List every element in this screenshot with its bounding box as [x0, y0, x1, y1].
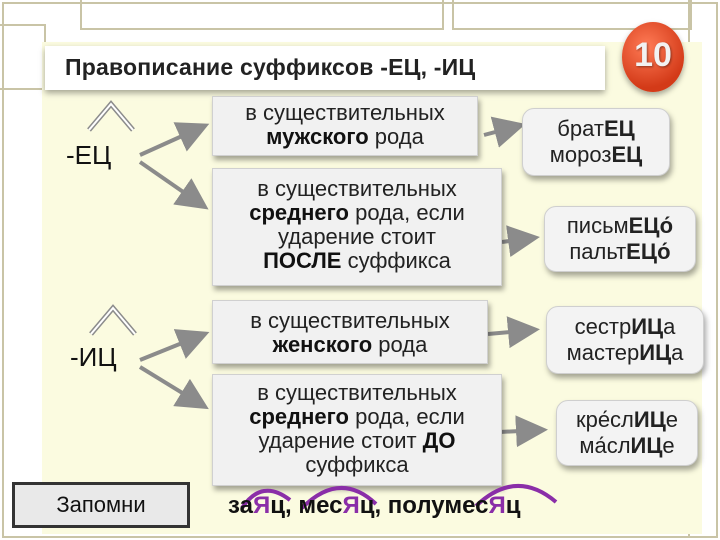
arrow-ets-neut	[138, 160, 209, 210]
example-line: кре́слИЦе	[575, 407, 679, 432]
example-line: пальтЕЦо́	[569, 239, 671, 264]
accent-hat-icon	[87, 100, 135, 132]
page-title: Правописание суффиксов -ЕЦ, -ИЦ	[65, 54, 476, 80]
rule-line: суффикса	[305, 452, 409, 477]
slide-number: 10	[634, 36, 672, 74]
arrow-to-ex4	[499, 415, 548, 448]
rule-line: ПОСЛЕ суффикса	[263, 248, 451, 273]
example-line: братЕЦ	[557, 116, 635, 141]
arc-mesyats	[300, 486, 378, 510]
rule-line: в существительных	[257, 380, 457, 405]
slide-number-badge: 10	[622, 22, 684, 92]
rule-box-masculine: в существительных мужского рода	[212, 96, 478, 156]
rule-box-neuter-before: в существительных среднего рода, если уд…	[212, 374, 502, 486]
suffix-its: -ИЦ	[70, 342, 117, 372]
rule-box-neuter-after: в существительных среднего рода, если уд…	[212, 168, 502, 286]
example-line: мастерИЦа	[566, 340, 684, 365]
arrow-its-neut	[138, 365, 209, 410]
accent-hat-icon	[89, 304, 137, 336]
rule-box-feminine: в существительных женского рода	[212, 300, 488, 364]
example-pill-masculine: братЕЦ морозЕЦ	[522, 108, 670, 176]
rule-line: ударение стоит	[277, 224, 437, 249]
example-pill-neuter-before: кре́слИЦе ма́слИЦе	[556, 400, 698, 466]
rule-line: среднего рода, если	[249, 200, 465, 225]
arrow-to-ex1	[483, 116, 526, 148]
remember-label: Запомни	[56, 492, 146, 517]
rule-line: женского рода	[272, 332, 428, 357]
remember-label-box: Запомни	[12, 482, 190, 528]
arc-zayats	[240, 488, 292, 510]
arrow-to-ex2	[501, 225, 540, 258]
rule-line: в существительных	[250, 308, 450, 333]
example-line: письмЕЦо́	[566, 213, 674, 238]
arrow-its-fem	[139, 329, 210, 362]
example-line: морозЕЦ	[549, 142, 643, 167]
arrow-to-ex3	[487, 316, 540, 349]
frame-top-box	[80, 0, 444, 30]
arrow-ets-masc	[139, 122, 210, 157]
arc-polumesyats	[474, 484, 558, 508]
rule-line: среднего рода, если	[249, 404, 465, 429]
rule-line: в существительных	[245, 100, 445, 125]
example-pill-neuter-after: письмЕЦо́ пальтЕЦо́	[544, 206, 696, 272]
example-line: сестрИЦа	[574, 314, 676, 339]
example-line: ма́слИЦе	[579, 433, 675, 458]
frame-top-right-box	[452, 0, 692, 30]
rule-line: мужского рода	[266, 124, 424, 149]
example-pill-feminine: сестрИЦа мастерИЦа	[546, 306, 704, 374]
title-banner: Правописание суффиксов -ЕЦ, -ИЦ	[45, 46, 605, 90]
remember-words: заЯц, месЯц, полумесЯц	[228, 492, 521, 519]
suffix-ets: -ЕЦ	[66, 140, 112, 170]
rule-line: ударение стоит ДО	[258, 428, 456, 453]
rule-line: в существительных	[257, 176, 457, 201]
